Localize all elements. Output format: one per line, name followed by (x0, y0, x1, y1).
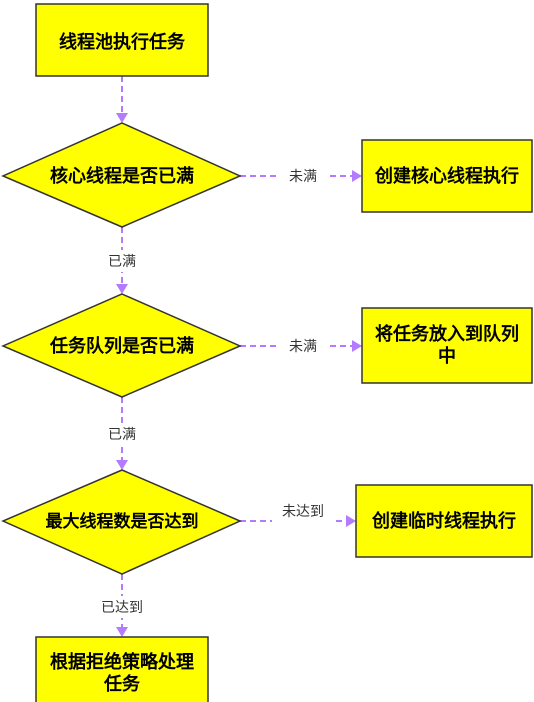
edge-label-max-not-reached: 未达到 (282, 504, 324, 520)
edge-core-not-full: 未满 (240, 164, 362, 186)
node-temp-exec-label: 创建临时线程执行 (371, 510, 516, 532)
node-max-check: 最大线程数是否达到 (1, 469, 242, 575)
node-queue-put: 将任务放入到队列 中 (361, 307, 533, 384)
arrowhead-icon (116, 627, 128, 637)
node-queue-check: 任务队列是否已满 (1, 293, 242, 398)
arrowhead-icon (116, 284, 128, 294)
node-reject-label-line1: 根据拒绝策略处理 (50, 651, 194, 673)
edge-label-core-full: 已满 (108, 254, 136, 270)
arrowhead-icon (116, 113, 128, 123)
edge-label-core-not-full: 未满 (289, 169, 317, 185)
edge-queue-not-full: 未满 (240, 334, 362, 356)
node-temp-exec: 创建临时线程执行 (355, 484, 533, 558)
arrowhead-icon (352, 340, 362, 352)
arrowhead-icon (346, 515, 356, 527)
node-reject: 根据拒绝策略处理 任务 (35, 636, 209, 702)
edge-start-to-core-check (116, 76, 128, 123)
node-start-label: 线程池执行任务 (59, 31, 186, 53)
edge-max-reached: 已达到 (94, 574, 150, 637)
node-core-check-label: 核心线程是否已满 (50, 165, 194, 187)
node-queue-put-label-line1: 将任务放入到队列 (375, 323, 519, 345)
edge-max-not-reached: 未达到 (240, 504, 356, 527)
edge-label-queue-full: 已满 (108, 427, 136, 443)
edge-queue-full: 已满 (100, 397, 144, 470)
arrowhead-icon (352, 170, 362, 182)
node-queue-put-label-line2: 中 (438, 345, 456, 367)
edge-label-max-reached: 已达到 (101, 600, 143, 616)
arrowhead-icon (116, 460, 128, 470)
node-core-exec: 创建核心线程执行 (361, 139, 533, 213)
edge-label-queue-not-full: 未满 (289, 339, 317, 355)
edge-core-full: 已满 (100, 227, 144, 294)
node-start: 线程池执行任务 (35, 3, 209, 77)
node-core-check: 核心线程是否已满 (1, 122, 242, 228)
node-core-exec-label: 创建核心线程执行 (374, 165, 519, 187)
node-reject-label-line2: 任务 (103, 673, 141, 695)
node-queue-check-label: 任务队列是否已满 (49, 335, 194, 357)
node-max-check-label: 最大线程数是否达到 (46, 511, 199, 532)
